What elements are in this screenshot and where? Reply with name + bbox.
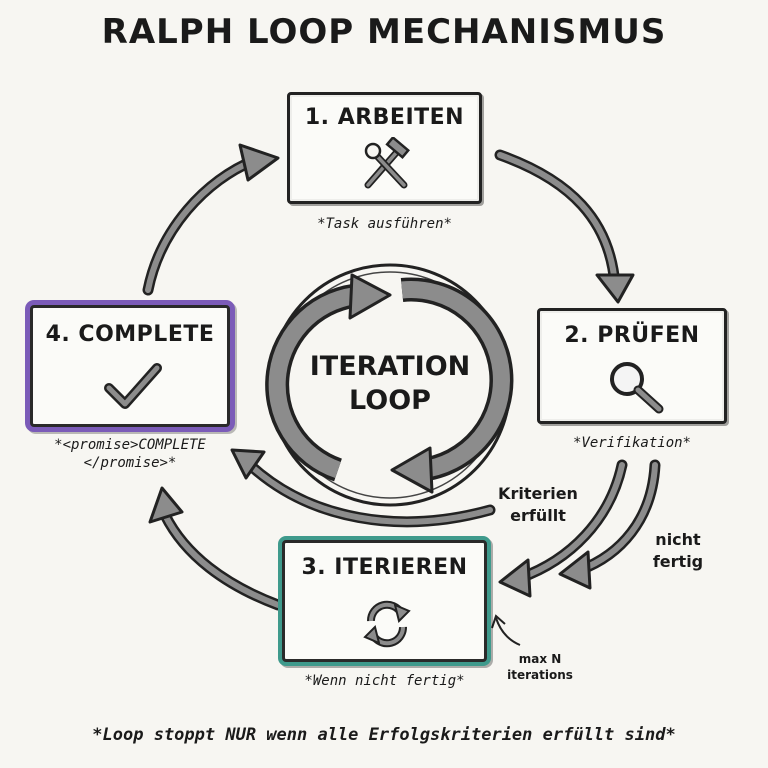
arrowhead-complete: [230, 448, 266, 480]
node-pruefen-label: 2. Prüfen: [564, 323, 700, 348]
checkmark-icon: [104, 363, 162, 409]
arrowhead-arbeiten: [238, 143, 280, 182]
refresh-icon: [363, 600, 411, 648]
edge-label-max-iterations-line2: iterations: [507, 668, 573, 682]
max-iterations-pointer: [495, 617, 521, 646]
arrow-complete-to-arbeiten: [142, 154, 261, 296]
node-arbeiten-caption: *Task ausführen*: [317, 216, 452, 232]
center-loop-label-line1: Iteration: [309, 351, 471, 382]
center-loop-label-line2: Loop: [349, 385, 431, 416]
arrowhead-pruefen: [595, 273, 635, 304]
arrow-iterieren-to-complete: [159, 509, 284, 611]
magnifier-icon: [610, 362, 664, 414]
node-pruefen-caption: *Verifikation*: [572, 435, 691, 451]
edge-label-criteria-met-line2: erfüllt: [510, 506, 566, 525]
arrowhead-complete-2: [148, 486, 184, 524]
arrow-arbeiten-to-pruefen: [494, 149, 621, 291]
node-complete-caption-line2: </promise>*: [83, 455, 177, 471]
node-arbeiten-label: 1. Arbeiten: [304, 105, 465, 130]
center-loop-graphic: [265, 263, 514, 507]
edge-label-criteria-met-line1: Kriterien: [498, 484, 578, 503]
footer-note: *Loop stoppt NUR wenn alle Erfolgskriter…: [92, 725, 676, 745]
edge-label-max-iterations-line1: max N: [518, 652, 562, 666]
edge-label-not-done-line2: fertig: [652, 552, 704, 571]
node-arbeiten: 1. Arbeiten: [287, 92, 482, 204]
node-iterieren-caption: *Wenn nicht fertig*: [304, 673, 465, 689]
node-pruefen: 2. Prüfen: [537, 308, 727, 424]
node-complete-caption-line1: *<promise>COMPLETE: [54, 437, 206, 453]
node-iterieren-label: 3. Iterieren: [301, 555, 468, 580]
page-title: Ralph Loop Mechanismus: [101, 12, 667, 52]
node-iterieren: 3. Iterieren: [282, 540, 487, 662]
node-complete: 4. Complete: [30, 305, 230, 427]
node-complete-label: 4. Complete: [45, 322, 215, 347]
hammer-wrench-icon: [364, 137, 410, 189]
edge-label-not-done-line1: nicht: [655, 530, 701, 549]
